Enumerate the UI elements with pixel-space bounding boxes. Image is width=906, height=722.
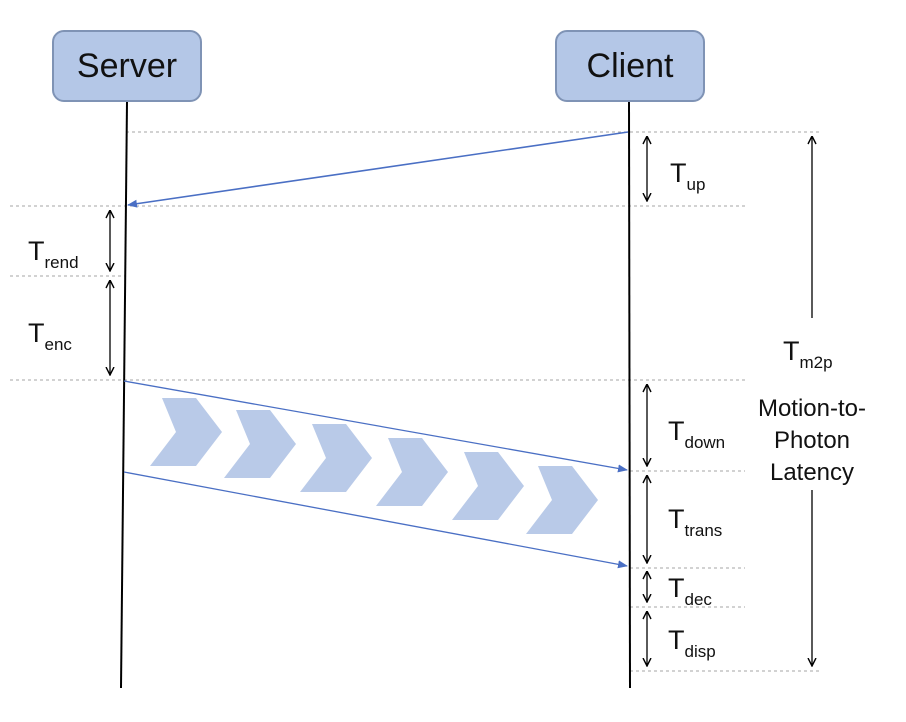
server-actor-label: Server xyxy=(76,46,178,85)
t-up-label: Tup xyxy=(670,158,706,194)
t-dec-label: Tdec xyxy=(668,573,712,609)
t-trans-label: Ttrans xyxy=(668,504,723,540)
frame-chevron xyxy=(526,466,598,534)
client-actor-label: Client xyxy=(586,46,674,85)
uplink-input-arrow xyxy=(127,131,629,208)
t-m2p-label: Tm2p xyxy=(783,336,833,372)
t-disp-label: Tdisp xyxy=(668,625,716,661)
server-actor: Server xyxy=(52,30,202,102)
t-rend-label: Trend xyxy=(28,236,79,272)
duration-brackets xyxy=(110,137,812,666)
frame-chevron xyxy=(150,398,222,466)
frame-chevron xyxy=(452,452,524,520)
frame-chevrons xyxy=(150,398,598,534)
frame-chevron xyxy=(300,424,372,492)
m2p-caption-line2: Photon xyxy=(773,427,851,454)
frame-chevron xyxy=(376,438,448,506)
client-actor: Client xyxy=(555,30,705,102)
m2p-caption-line3: Latency xyxy=(769,459,855,486)
m2p-caption-line1: Motion-to- xyxy=(757,395,867,422)
t-down-label: Tdown xyxy=(668,416,726,452)
t-enc-label: Tenc xyxy=(28,318,72,354)
m2p-caption: Motion-to- Photon Latency xyxy=(742,393,882,489)
frame-first-packet-arrow xyxy=(123,380,628,473)
server-lifeline xyxy=(120,101,128,689)
frame-last-packet-arrow xyxy=(123,471,628,569)
client-lifeline xyxy=(628,101,631,689)
frame-chevron xyxy=(224,410,296,478)
